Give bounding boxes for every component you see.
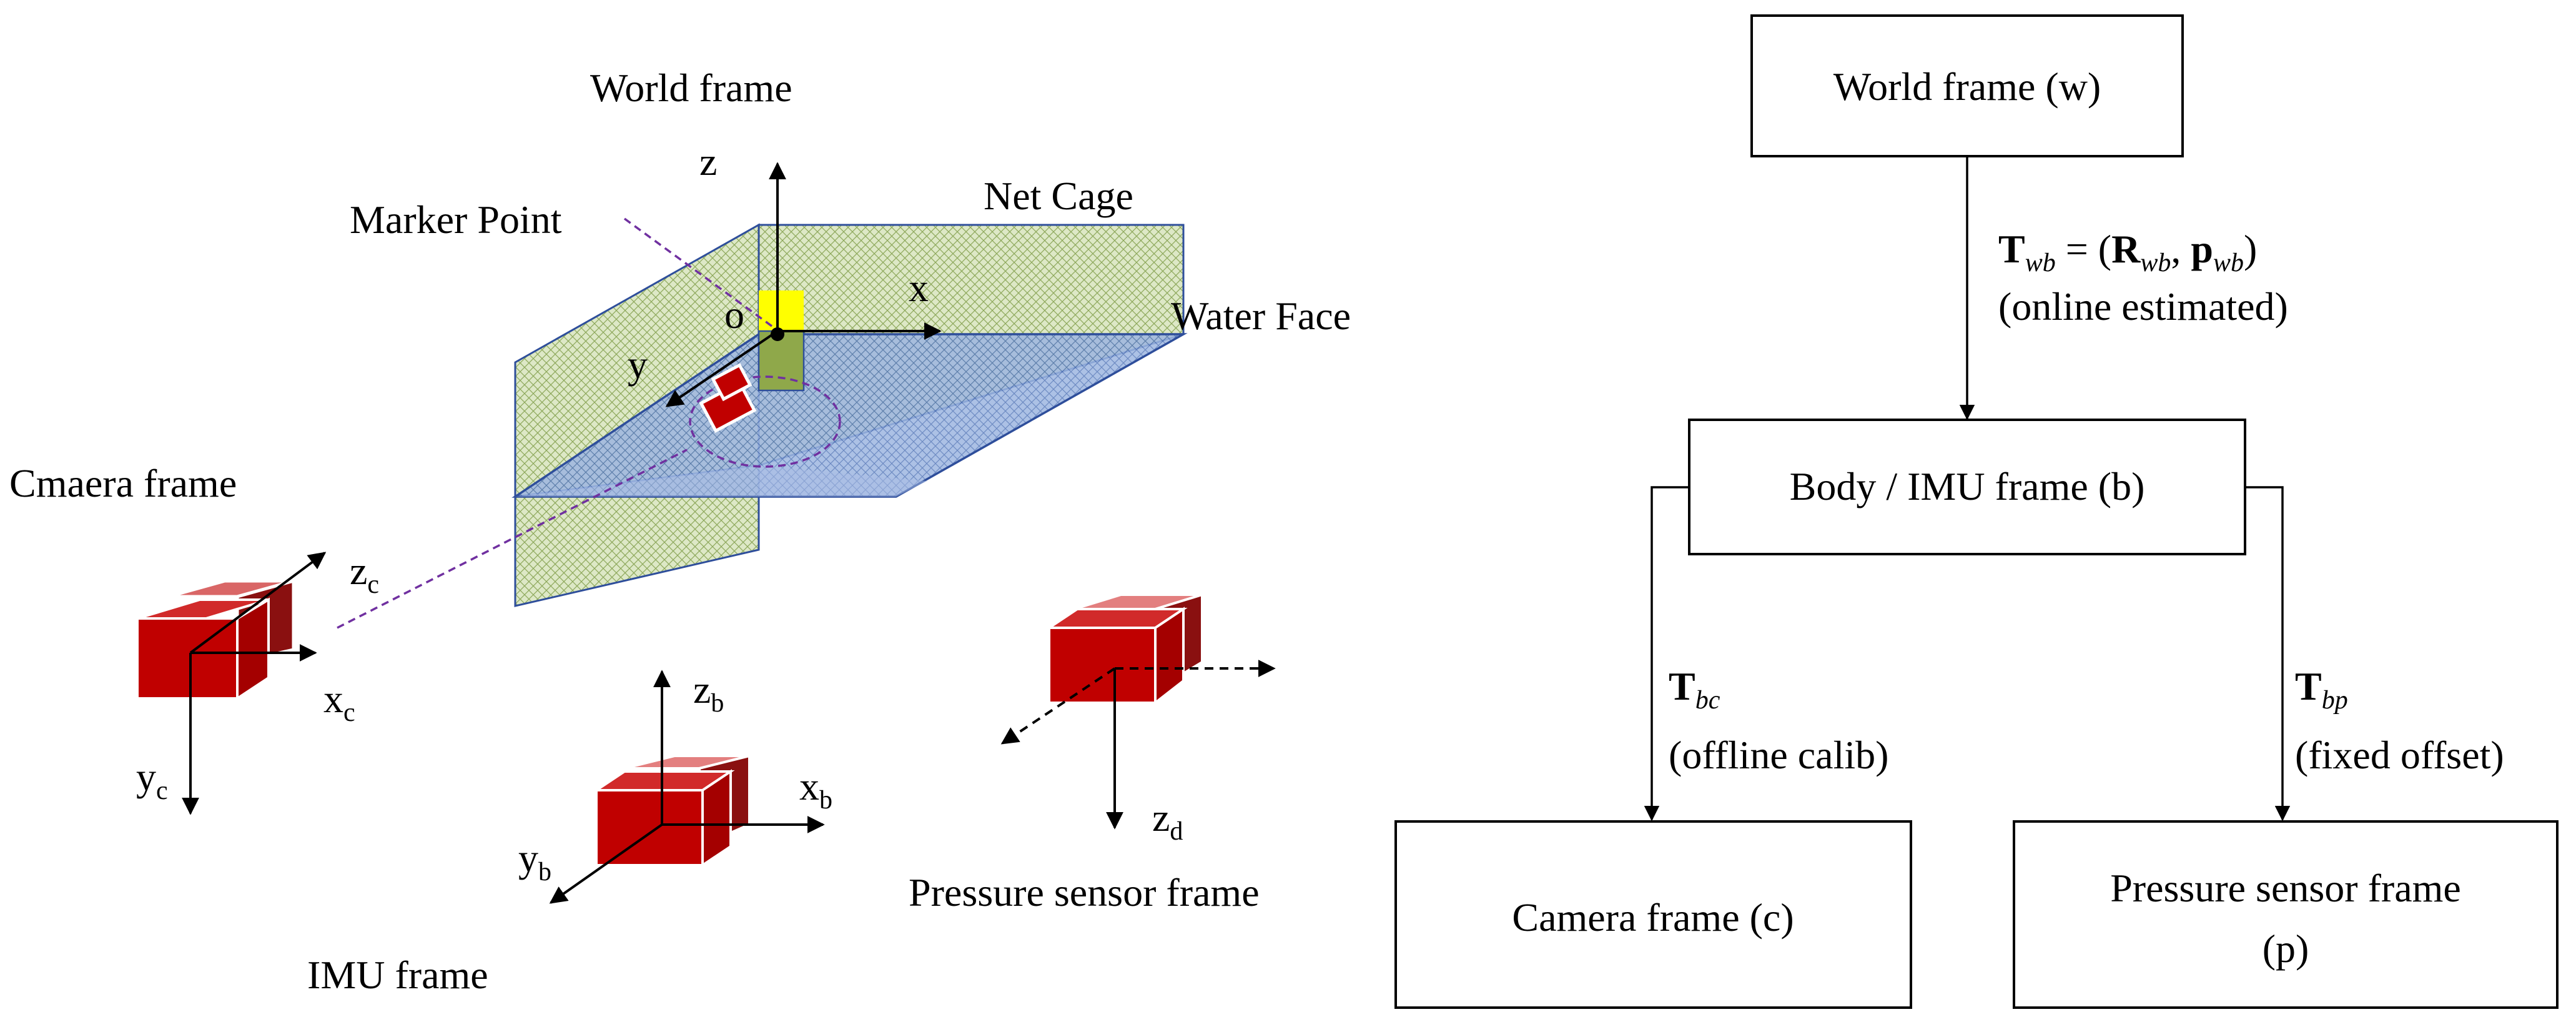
imu-frame-title: IMU frame: [307, 953, 488, 997]
camera-view-line: [337, 449, 688, 629]
edge-body-pressure: [2245, 486, 2291, 821]
world-origin-label: o: [724, 292, 744, 337]
frame-tree: World frame (w) Twb = (Rwb, pwb) (online…: [1394, 14, 2559, 1009]
camera-frame-node-label: Camera frame (c): [1512, 895, 1794, 940]
camera-y-label: yc: [136, 755, 168, 805]
edge-bp-note: (fixed offset): [2295, 733, 2504, 777]
edge-bc-note: (offline calib): [1669, 733, 1888, 777]
water-face-label: Water Face: [1171, 294, 1351, 338]
imu-z-label: zb: [693, 667, 724, 718]
world-frame-title: World frame: [590, 66, 792, 110]
camera-x-label: xc: [323, 677, 355, 727]
world-y-axis: [665, 330, 779, 407]
world-x-label: x: [909, 265, 929, 310]
pressure-sensor-cube: [1045, 593, 1203, 706]
pressure-sensor-frame-node: [2013, 820, 2559, 1009]
left-scene: z x y o World frame Marker Point Net Cag…: [9, 66, 1351, 997]
world-z-label: z: [699, 139, 717, 184]
world-frame-node-label: World frame (w): [1833, 64, 2101, 109]
imu-sensor-cube: [592, 754, 751, 868]
marker-detection-ellipse: [689, 375, 841, 468]
edge-body-camera: [1644, 486, 1689, 821]
pressure-frame-node-line1: Pressure sensor frame: [2110, 866, 2461, 910]
camera-frame-title: Cmaera frame: [9, 461, 237, 505]
marker-point-label: Marker Point: [350, 197, 562, 242]
marker-point-leader: [623, 217, 776, 329]
pressure-frame-title: Pressure sensor frame: [909, 870, 1260, 915]
edge-bp-transform: Tbp: [2295, 664, 2348, 715]
camera-frame-node: [1394, 820, 1912, 1009]
imu-y-axis: [549, 823, 663, 904]
camera-near-marker: [699, 363, 757, 434]
camera-z-axis: [189, 552, 327, 654]
imu-x-label: xb: [799, 764, 832, 815]
edge-wb-transform: Twb = (Rwb, pwb): [1998, 227, 2257, 277]
camera-z-label: zc: [350, 548, 379, 599]
edge-bc-transform: Tbc: [1669, 664, 1720, 715]
body-imu-frame-node-label: Body / IMU frame (b): [1790, 464, 2145, 509]
pressure-z-label: zd: [1152, 795, 1183, 846]
imu-y-label: yb: [518, 836, 551, 886]
world-frame-node: [1750, 14, 2184, 157]
world-y-label: y: [628, 342, 648, 387]
world-origin-dot: [771, 327, 784, 341]
pressure-frame-node-line2: (p): [2263, 926, 2309, 971]
water-face-shade: [515, 465, 927, 497]
edge-wb-note: (online estimated): [1998, 284, 2288, 329]
net-cage-label: Net Cage: [984, 174, 1133, 218]
marker-yellow: [759, 290, 804, 331]
camera-sensor-cube: [136, 578, 295, 701]
pressure-y-axis: [1000, 667, 1116, 745]
